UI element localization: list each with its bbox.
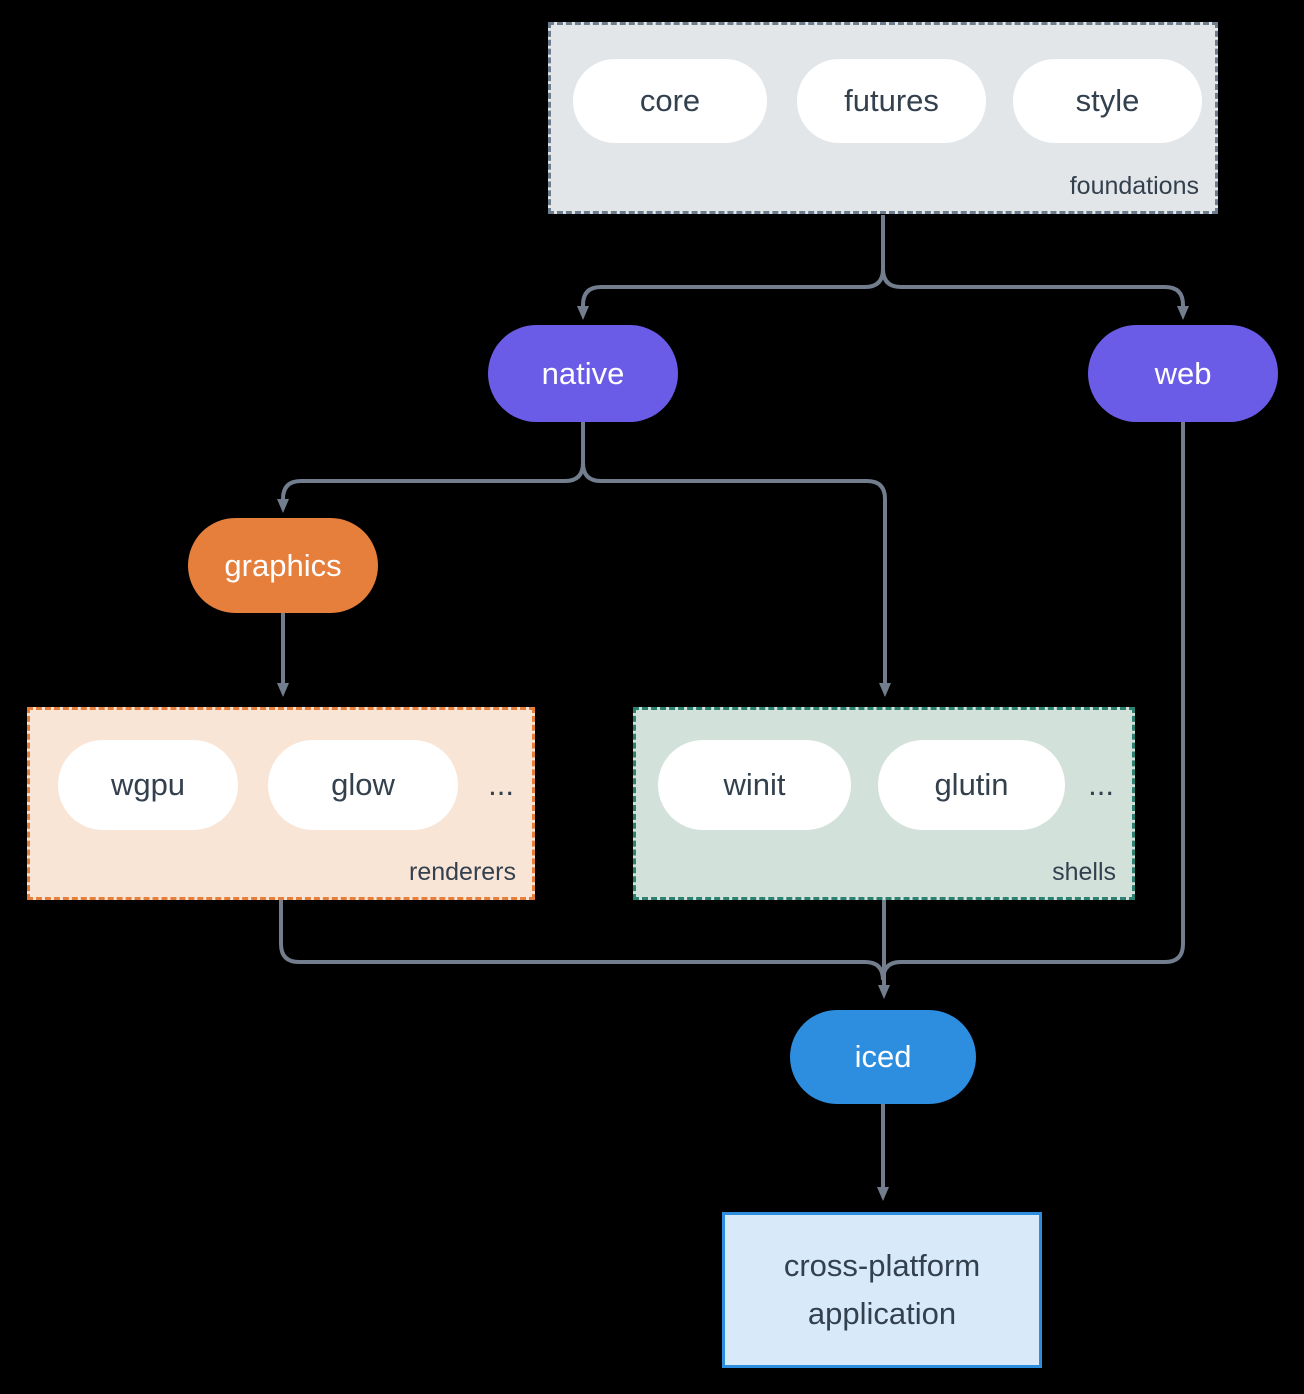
node-native-label: native [541,355,625,391]
node-iced: iced [790,1010,976,1104]
group-shells: winit glutin ... shells [633,707,1135,900]
node-style-label: style [1075,83,1140,118]
node-winit-label: winit [723,767,786,802]
node-iced-label: iced [854,1039,912,1074]
node-glutin: glutin [878,740,1065,830]
group-shells-label: shells [1052,858,1116,886]
edge-native-graphics [277,422,585,513]
node-style: style [1013,59,1202,143]
node-glow-label: glow [331,767,395,802]
node-cross-platform-application: cross-platform application [722,1212,1042,1368]
group-renderers: wgpu glow ... renderers [27,707,535,900]
group-renderers-label: renderers [409,858,516,886]
node-core: core [573,59,767,143]
node-futures: futures [797,59,986,143]
node-native: native [488,325,678,422]
edge-foundations-web [881,268,1189,320]
node-graphics: graphics [188,518,378,613]
group-foundations: core futures style foundations [548,22,1218,214]
node-glow: glow [268,740,458,830]
node-futures-label: futures [844,83,939,118]
shells-ellipsis: ... [1088,767,1114,802]
edge-native-shells [581,462,891,697]
node-wgpu-label: wgpu [110,767,186,802]
node-glutin-label: glutin [934,767,1009,802]
node-core-label: core [639,83,701,118]
node-wgpu: wgpu [58,740,238,830]
application-label-line1: cross-platform [783,1247,981,1283]
application-label-line2: application [807,1296,957,1331]
node-graphics-label: graphics [224,547,342,583]
edge-renderers-iced [279,900,885,981]
node-web-label: web [1154,355,1212,391]
node-web: web [1088,325,1278,422]
node-winit: winit [658,740,851,830]
renderers-ellipsis: ... [488,767,514,802]
edge-foundations-native [577,215,885,320]
group-foundations-label: foundations [1069,172,1199,200]
